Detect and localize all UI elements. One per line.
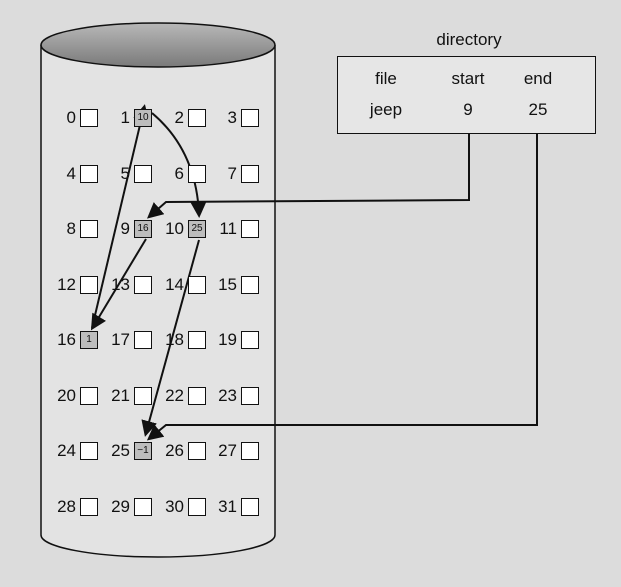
block-number: 9 xyxy=(120,219,130,238)
free-block xyxy=(241,109,259,127)
free-block xyxy=(241,165,259,183)
free-block xyxy=(188,109,206,127)
column-end: end xyxy=(523,69,553,88)
block-number: 2 xyxy=(174,108,184,127)
block-number: 17 xyxy=(111,330,130,349)
block-number: 12 xyxy=(57,275,76,294)
block-number: 7 xyxy=(227,164,237,183)
free-block xyxy=(80,165,98,183)
free-block xyxy=(134,387,152,405)
block-number: 14 xyxy=(165,275,184,294)
block-number: 22 xyxy=(165,386,184,405)
link-1-to-10 xyxy=(151,112,207,218)
row-end: 25 xyxy=(528,100,548,119)
link-10-to-25 xyxy=(141,239,200,437)
free-block xyxy=(241,276,259,294)
row-file: jeep xyxy=(369,100,403,119)
free-block xyxy=(80,276,98,294)
used-block: 10 xyxy=(134,109,152,127)
block-number: 27 xyxy=(218,441,237,460)
block-number: 3 xyxy=(227,108,237,127)
row-start: 9 xyxy=(463,100,473,119)
free-block xyxy=(134,331,152,349)
disk-top xyxy=(40,22,276,68)
free-block xyxy=(80,442,98,460)
free-block xyxy=(80,220,98,238)
block-number: 8 xyxy=(66,219,76,238)
used-block: 1 xyxy=(80,331,98,349)
block-number: 30 xyxy=(165,497,184,516)
column-file: file xyxy=(375,69,397,88)
block-number: 25 xyxy=(111,441,130,460)
free-block xyxy=(188,165,206,183)
disk-cylinder xyxy=(40,45,276,558)
free-block xyxy=(188,498,206,516)
used-block: 25 xyxy=(188,220,206,238)
block-number: 16 xyxy=(57,330,76,349)
block-number: 4 xyxy=(66,164,76,183)
link-16-to-1 xyxy=(91,104,150,329)
free-block xyxy=(241,498,259,516)
free-block xyxy=(188,387,206,405)
free-block xyxy=(188,276,206,294)
block-number: 21 xyxy=(111,386,130,405)
free-block xyxy=(80,387,98,405)
block-number: 15 xyxy=(218,275,237,294)
block-number: 0 xyxy=(66,108,76,127)
block-number: 6 xyxy=(174,164,184,183)
column-start: start xyxy=(451,69,485,88)
free-block xyxy=(134,165,152,183)
block-number: 11 xyxy=(219,219,237,238)
block-number: 31 xyxy=(218,497,237,516)
block-number: 28 xyxy=(57,497,76,516)
free-block xyxy=(188,331,206,349)
free-block xyxy=(188,442,206,460)
end-pointer xyxy=(146,134,538,441)
used-block: 16 xyxy=(134,220,152,238)
free-block xyxy=(241,331,259,349)
free-block xyxy=(241,442,259,460)
block-number: 29 xyxy=(111,497,130,516)
block-number: 18 xyxy=(165,330,184,349)
free-block xyxy=(80,498,98,516)
block-number: 10 xyxy=(165,219,184,238)
block-number: 13 xyxy=(111,275,130,294)
free-block xyxy=(241,387,259,405)
block-number: 1 xyxy=(120,108,130,127)
used-block: −1 xyxy=(134,442,152,460)
free-block xyxy=(134,276,152,294)
block-number: 23 xyxy=(218,386,237,405)
block-number: 19 xyxy=(218,330,237,349)
block-number: 26 xyxy=(165,441,184,460)
start-pointer xyxy=(146,134,470,219)
directory-table: file start end jeep 9 25 xyxy=(337,56,596,134)
link-9-to-16 xyxy=(90,238,147,331)
directory-title: directory xyxy=(436,30,502,49)
block-number: 20 xyxy=(57,386,76,405)
block-number: 5 xyxy=(120,164,130,183)
free-block xyxy=(134,498,152,516)
free-block xyxy=(80,109,98,127)
free-block xyxy=(241,220,259,238)
block-number: 24 xyxy=(57,441,76,460)
